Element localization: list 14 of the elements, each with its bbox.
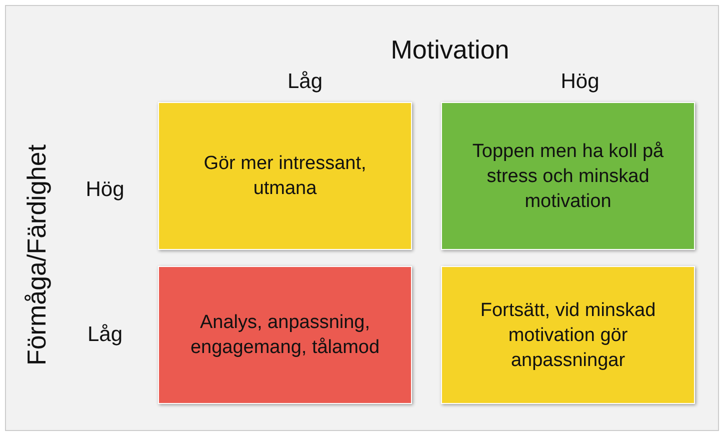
row-label: Låg	[87, 323, 123, 347]
quadrant-text: Toppen men ha koll på stress och minskad motivation	[471, 140, 665, 214]
column-label: Hög	[560, 70, 600, 94]
row-label: Hög	[86, 178, 124, 202]
quadrant-text: Analys, anpassning, engagemang, tålamod	[189, 311, 381, 360]
quadrant-box	[441, 266, 695, 404]
quadrant-text: Gör mer intressant, utmana	[202, 152, 368, 201]
axis-title: Förmåga/Färdighet	[22, 144, 52, 366]
quadrant-box	[441, 102, 695, 250]
quadrant-box	[158, 266, 412, 404]
quadrant-box	[158, 102, 412, 250]
column-label: Låg	[287, 70, 323, 94]
axis-title: Motivation	[390, 34, 510, 66]
quadrant-text: Fortsätt, vid minskad motivation gör anpassningar	[479, 298, 657, 372]
